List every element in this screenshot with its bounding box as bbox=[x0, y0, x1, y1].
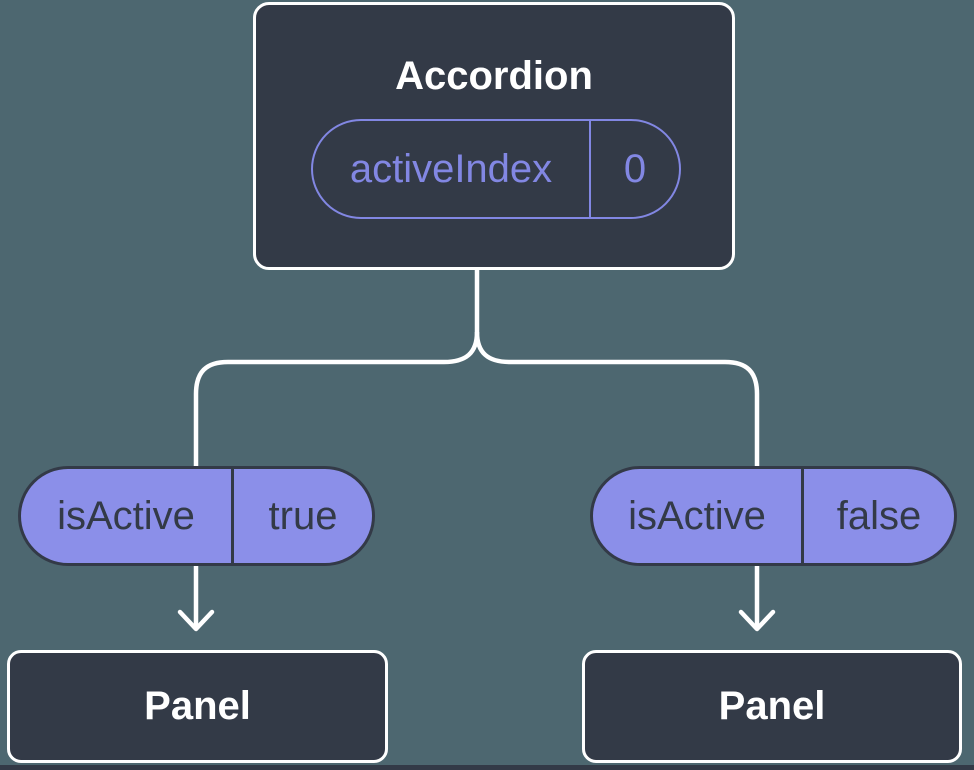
prop-name: isActive bbox=[593, 469, 804, 563]
prop-pill-activeindex: activeIndex 0 bbox=[311, 119, 681, 219]
node-panel-left: Panel bbox=[7, 650, 388, 763]
prop-pill-isactive-false: isActive false bbox=[590, 466, 957, 566]
arrowhead-down-right-icon bbox=[738, 609, 776, 632]
cropped-element-bottom-edge bbox=[0, 765, 974, 770]
node-panel-label: Panel bbox=[144, 684, 251, 728]
prop-value: true bbox=[268, 493, 338, 538]
connector-branch-right bbox=[474, 331, 760, 627]
prop-value: 0 bbox=[623, 146, 647, 191]
connector-branch-left bbox=[193, 331, 480, 627]
prop-value: false bbox=[836, 493, 922, 538]
prop-name: isActive bbox=[21, 469, 234, 563]
node-panel-right: Panel bbox=[582, 650, 962, 763]
prop-pill-isactive-true: isActive true bbox=[18, 466, 375, 566]
node-accordion-label: Accordion bbox=[395, 54, 593, 98]
arrowhead-down-left-icon bbox=[177, 609, 215, 632]
node-panel-label: Panel bbox=[718, 684, 826, 728]
prop-name: activeIndex bbox=[313, 121, 591, 217]
node-accordion: Accordion activeIndex 0 bbox=[253, 2, 735, 270]
